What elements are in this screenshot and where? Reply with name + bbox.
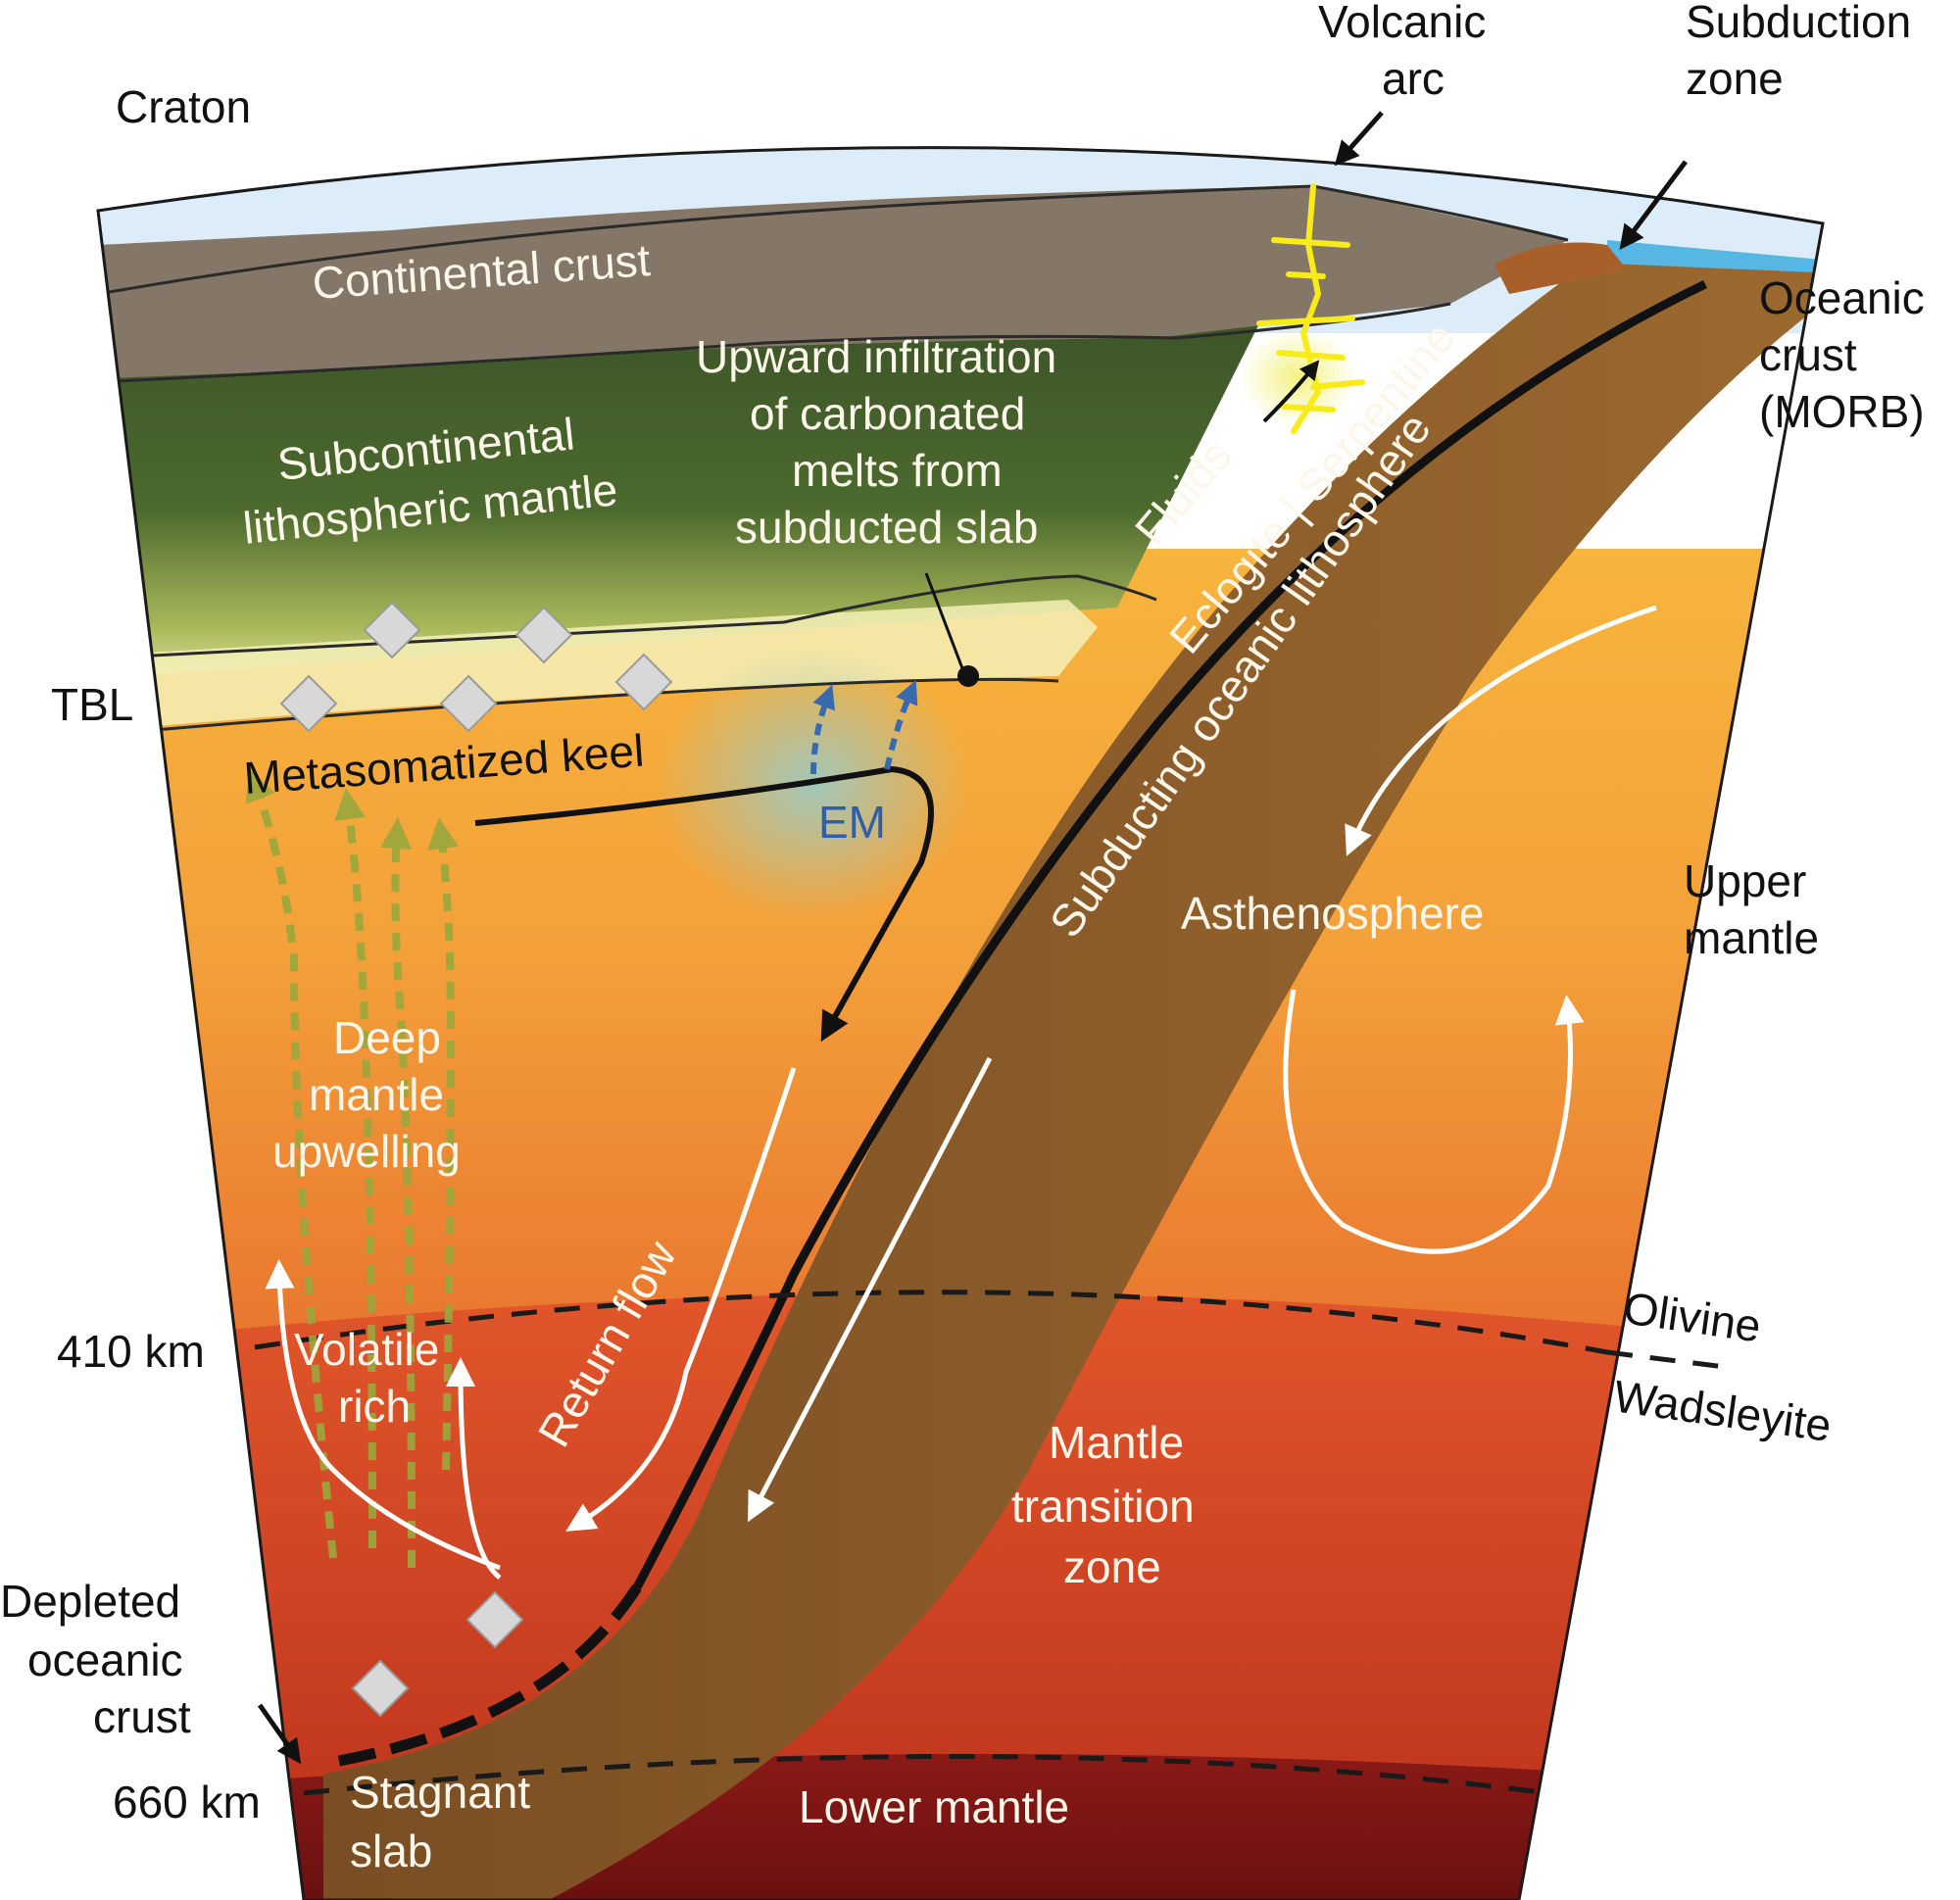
label-depleted-2: oceanic: [27, 1634, 183, 1685]
label-oceanic-crust-1: Oceanic: [1759, 272, 1925, 323]
discontinuity-660: [303, 1754, 1549, 1796]
keel-flow-arrow: [474, 765, 934, 1043]
label-volatile-rich-2: rich: [338, 1381, 411, 1432]
label-stagnant-1: Stagnant: [350, 1767, 530, 1818]
label-volcanic-arc-1: Volcanic: [1318, 0, 1486, 47]
slab-bottom-dashed: [322, 1584, 642, 1770]
label-deep-upwelling-3: upwelling: [272, 1126, 461, 1177]
label-em: EM: [818, 797, 886, 848]
discontinuity-410-extension: [1606, 1349, 1726, 1370]
volcanic-arc-icon: [1256, 183, 1365, 434]
tbl-layer: [98, 600, 1098, 740]
label-olivine: Olivine: [1621, 1282, 1764, 1351]
section-outline: [96, 146, 1825, 1900]
label-volatile-rich-1: Volatile: [294, 1324, 439, 1375]
diamond-icon: [279, 601, 673, 1718]
slab-top-boundary: [633, 279, 1707, 1590]
label-410: 410 km: [57, 1326, 205, 1377]
label-subduction-zone-2: zone: [1686, 53, 1784, 104]
label-660: 660 km: [113, 1777, 261, 1827]
label-deep-upwelling-2: mantle: [309, 1069, 444, 1120]
lithosphere-base-line: [98, 574, 1157, 660]
label-oceanic-crust-3: (MORB): [1759, 386, 1925, 437]
label-asthenosphere: Asthenosphere: [1181, 888, 1484, 939]
label-subduction-zone-1: Subduction: [1686, 0, 1911, 47]
label-infiltration-3: melts from: [792, 445, 1003, 496]
label-lower-mantle: Lower mantle: [799, 1781, 1069, 1832]
arc-glow: [1240, 328, 1357, 426]
subduction-zone-pointer: [1619, 160, 1688, 250]
infiltration-leader: [924, 572, 967, 677]
surface-line: [98, 184, 1569, 296]
label-deep-upwelling-1: Deep: [333, 1012, 441, 1063]
volcanic-arc-pointer: [1334, 111, 1384, 167]
label-depleted-3: crust: [93, 1691, 191, 1742]
label-wadsleyite: Wadsleyite: [1611, 1370, 1835, 1451]
subducting-slab: [323, 263, 1823, 1900]
label-upper-mantle-1: Upper: [1684, 855, 1806, 906]
label-depleted-1: Depleted: [0, 1576, 180, 1627]
label-upper-mantle-2: mantle: [1684, 912, 1819, 963]
em-arrows: [810, 679, 918, 775]
discontinuity-410: [254, 1290, 1608, 1355]
label-infiltration-2: of carbonated: [750, 388, 1025, 439]
upwelling-arrow-icon: [245, 769, 459, 1569]
label-infiltration-4: subducted slab: [735, 502, 1038, 553]
flow-arrow-icon: [265, 605, 1657, 1580]
label-mtz-1: Mantle: [1049, 1417, 1184, 1468]
label-volcanic-arc-2: arc: [1382, 53, 1445, 104]
label-mtz-3: zone: [1063, 1541, 1161, 1592]
label-infiltration-1: Upward infiltration: [696, 331, 1056, 382]
accretionary-wedge: [1494, 242, 1627, 294]
label-oceanic-crust-2: crust: [1759, 329, 1857, 380]
fluid-arrow: [1262, 360, 1320, 423]
label-tbl: TBL: [51, 679, 133, 730]
label-craton: Craton: [116, 81, 251, 132]
continental-crust-layer: [98, 186, 1568, 382]
depleted-crust-pointer: [257, 1703, 302, 1765]
infiltration-dot: [957, 665, 979, 687]
label-stagnant-2: slab: [350, 1826, 432, 1876]
moho-line: [98, 302, 1451, 384]
label-mtz-2: transition: [1011, 1481, 1195, 1532]
